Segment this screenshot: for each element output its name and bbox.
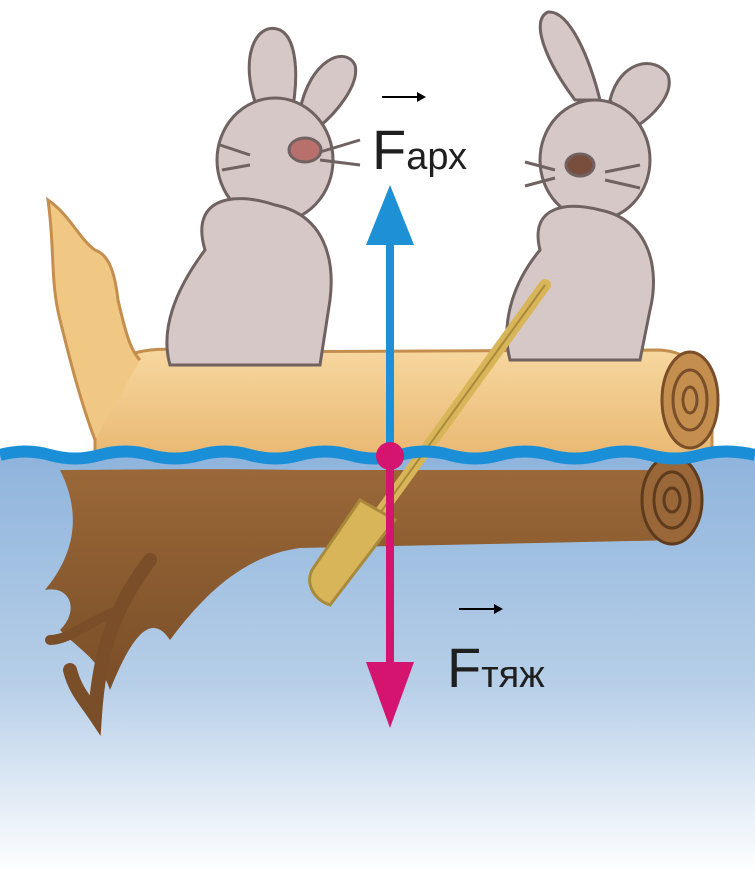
buoyant-force-symbol: F [372, 118, 406, 181]
vector-arrow-icon [382, 96, 424, 98]
force-application-point [376, 442, 404, 470]
gravity-force-symbol: F [447, 636, 481, 699]
gravity-force-label: Fтяж [447, 640, 545, 696]
vector-arrow-icon [459, 608, 501, 610]
left-rabbit [167, 28, 360, 365]
buoyant-force-label: Fарх [372, 122, 467, 178]
buoyant-force-subscript: арх [406, 136, 467, 178]
gravity-force-subscript: тяж [481, 654, 544, 696]
